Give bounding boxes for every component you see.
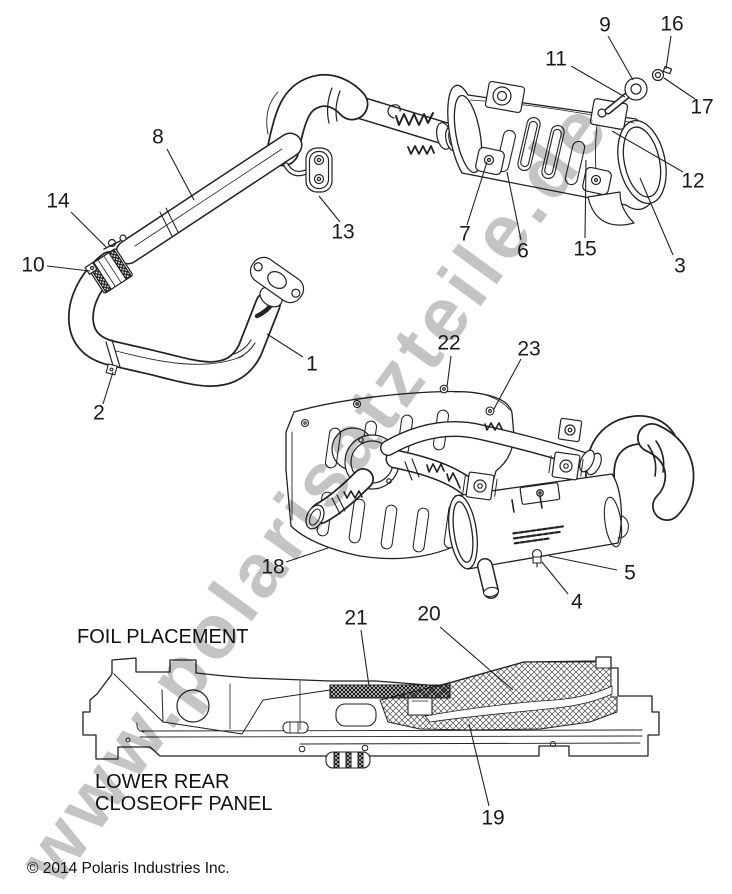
callout-3: 3: [674, 254, 686, 278]
callout-4: 4: [571, 590, 583, 614]
callout-22: 22: [437, 331, 461, 355]
callout-23: 23: [517, 337, 541, 361]
exhaust-springs: [387, 104, 435, 155]
port-elbow-pipe: [305, 468, 374, 530]
silencer-warning-label: [512, 525, 565, 545]
drain-bolt: [531, 548, 543, 568]
callout-9: 9: [599, 13, 611, 37]
closeoff-panel-view: [82, 656, 660, 769]
foil-strip: [329, 684, 451, 699]
lower-rear-closeoff-label: LOWER REAR CLOSEOFF PANEL: [95, 771, 272, 815]
pipe-coupling-clamp: [84, 234, 133, 294]
front-exhaust-pipe-8: [115, 132, 303, 265]
rear-silencer: [448, 473, 629, 599]
callout-6: 6: [517, 239, 529, 263]
callout-18: 18: [261, 555, 285, 579]
callout-14: 14: [46, 189, 70, 213]
foil-main: [379, 661, 618, 731]
shield-screws: [300, 384, 495, 428]
exhaust-flange: [249, 256, 305, 308]
copyright-notice: © 2014 Polaris Industries Inc.: [27, 860, 230, 877]
foil-areas: [329, 661, 618, 731]
front-exhaust-assembly: [67, 66, 673, 387]
callout-13: 13: [331, 220, 355, 244]
callout-10: 10: [21, 253, 45, 277]
callout-12: 12: [681, 169, 705, 193]
callout-17: 17: [690, 95, 714, 119]
callout-20: 20: [417, 602, 441, 626]
callout-11: 11: [545, 47, 567, 71]
callout-21: 21: [344, 606, 368, 630]
callout-15: 15: [573, 237, 597, 261]
closeoff-panel-details: [113, 673, 643, 769]
callout-16: 16: [660, 12, 684, 36]
callout-1: 1: [306, 352, 318, 376]
callout-19: 19: [481, 806, 505, 830]
tailpipe: [579, 415, 695, 521]
lower-rear-line2: CLOSEOFF PANEL: [95, 793, 273, 815]
pipe-clamp-brackets: [462, 417, 584, 501]
callout-8: 8: [152, 125, 164, 149]
hanger-mount-13: [283, 147, 333, 193]
head-pipe-elbow: [266, 74, 369, 167]
callout-5: 5: [624, 561, 636, 585]
callout-2: 2: [93, 401, 105, 425]
ribbed-coupler: [325, 751, 371, 769]
leader-lines: [46, 35, 696, 807]
rear-silencer-assembly: [285, 384, 695, 599]
lower-rear-line1: LOWER REAR: [95, 771, 230, 793]
foil-placement-label: FOIL PLACEMENT: [77, 626, 249, 648]
callout-7: 7: [459, 222, 471, 246]
muffler-mount-brackets: [484, 66, 673, 130]
muffler-bolt-pads: [475, 146, 635, 226]
